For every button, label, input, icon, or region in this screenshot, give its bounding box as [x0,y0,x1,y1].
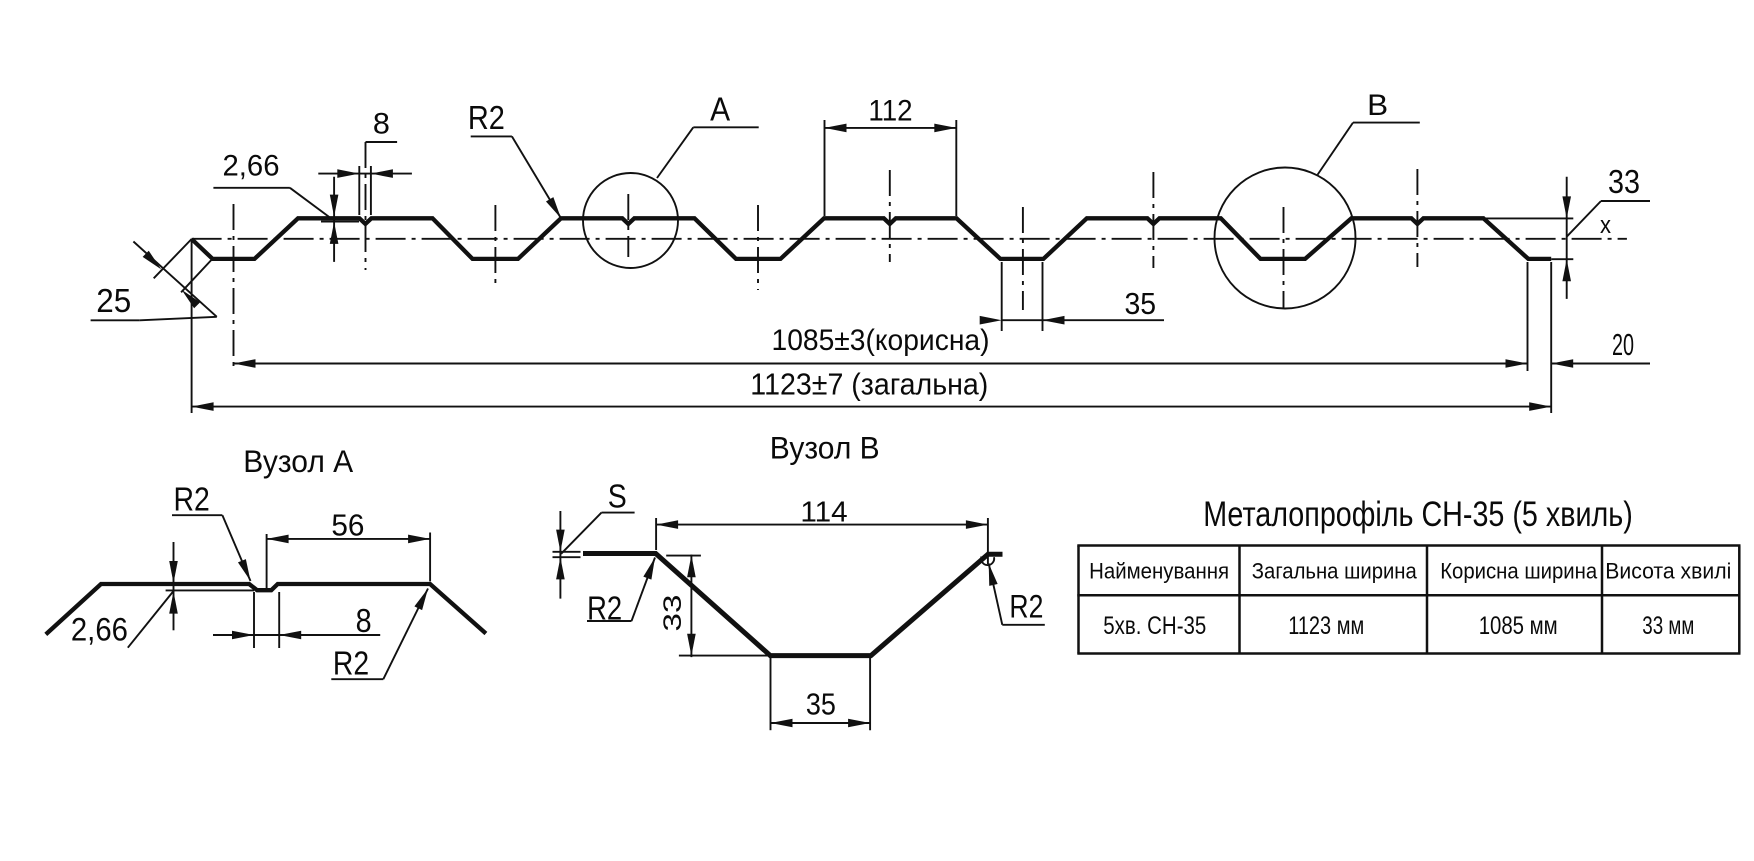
svg-text:114: 114 [800,497,847,529]
svg-text:33: 33 [659,595,687,632]
svg-text:35: 35 [806,687,836,722]
svg-text:25: 25 [96,282,131,319]
svg-text:33: 33 [1608,164,1640,201]
svg-text:Висота хвилі: Висота хвилі [1605,559,1731,584]
svg-text:1085±3(корисна): 1085±3(корисна) [772,324,990,357]
svg-text:B: B [1367,89,1388,122]
svg-text:20: 20 [1612,327,1634,362]
svg-text:R2: R2 [173,480,209,517]
svg-text:35: 35 [1125,286,1157,321]
svg-text:1085 мм: 1085 мм [1479,612,1558,640]
svg-text:R2: R2 [1009,589,1043,625]
svg-text:x: x [1600,212,1611,239]
svg-text:8: 8 [356,602,372,639]
svg-text:R2: R2 [333,644,369,681]
svg-text:2,66: 2,66 [71,612,128,648]
svg-text:2,66: 2,66 [223,150,280,183]
svg-text:Металопрофіль СН-35 (5 хвиль): Металопрофіль СН-35 (5 хвиль) [1203,494,1633,534]
svg-text:5хв. СН-35: 5хв. СН-35 [1103,612,1206,640]
svg-text:112: 112 [868,94,912,127]
svg-text:1123 мм: 1123 мм [1288,612,1364,640]
svg-text:33 мм: 33 мм [1642,612,1694,640]
svg-text:Корисна ширина: Корисна ширина [1440,559,1597,584]
svg-text:1123±7 (загальна): 1123±7 (загальна) [750,367,988,402]
svg-text:Найменування: Найменування [1089,559,1229,584]
svg-text:A: A [710,91,731,128]
svg-text:Загальна ширина: Загальна ширина [1252,559,1417,584]
svg-text:Вузол А: Вузол А [243,443,353,479]
svg-text:56: 56 [331,508,364,543]
svg-text:R2: R2 [468,99,505,136]
svg-text:S: S [608,477,627,514]
svg-text:Вузол В: Вузол В [770,429,880,465]
svg-text:8: 8 [373,108,390,141]
